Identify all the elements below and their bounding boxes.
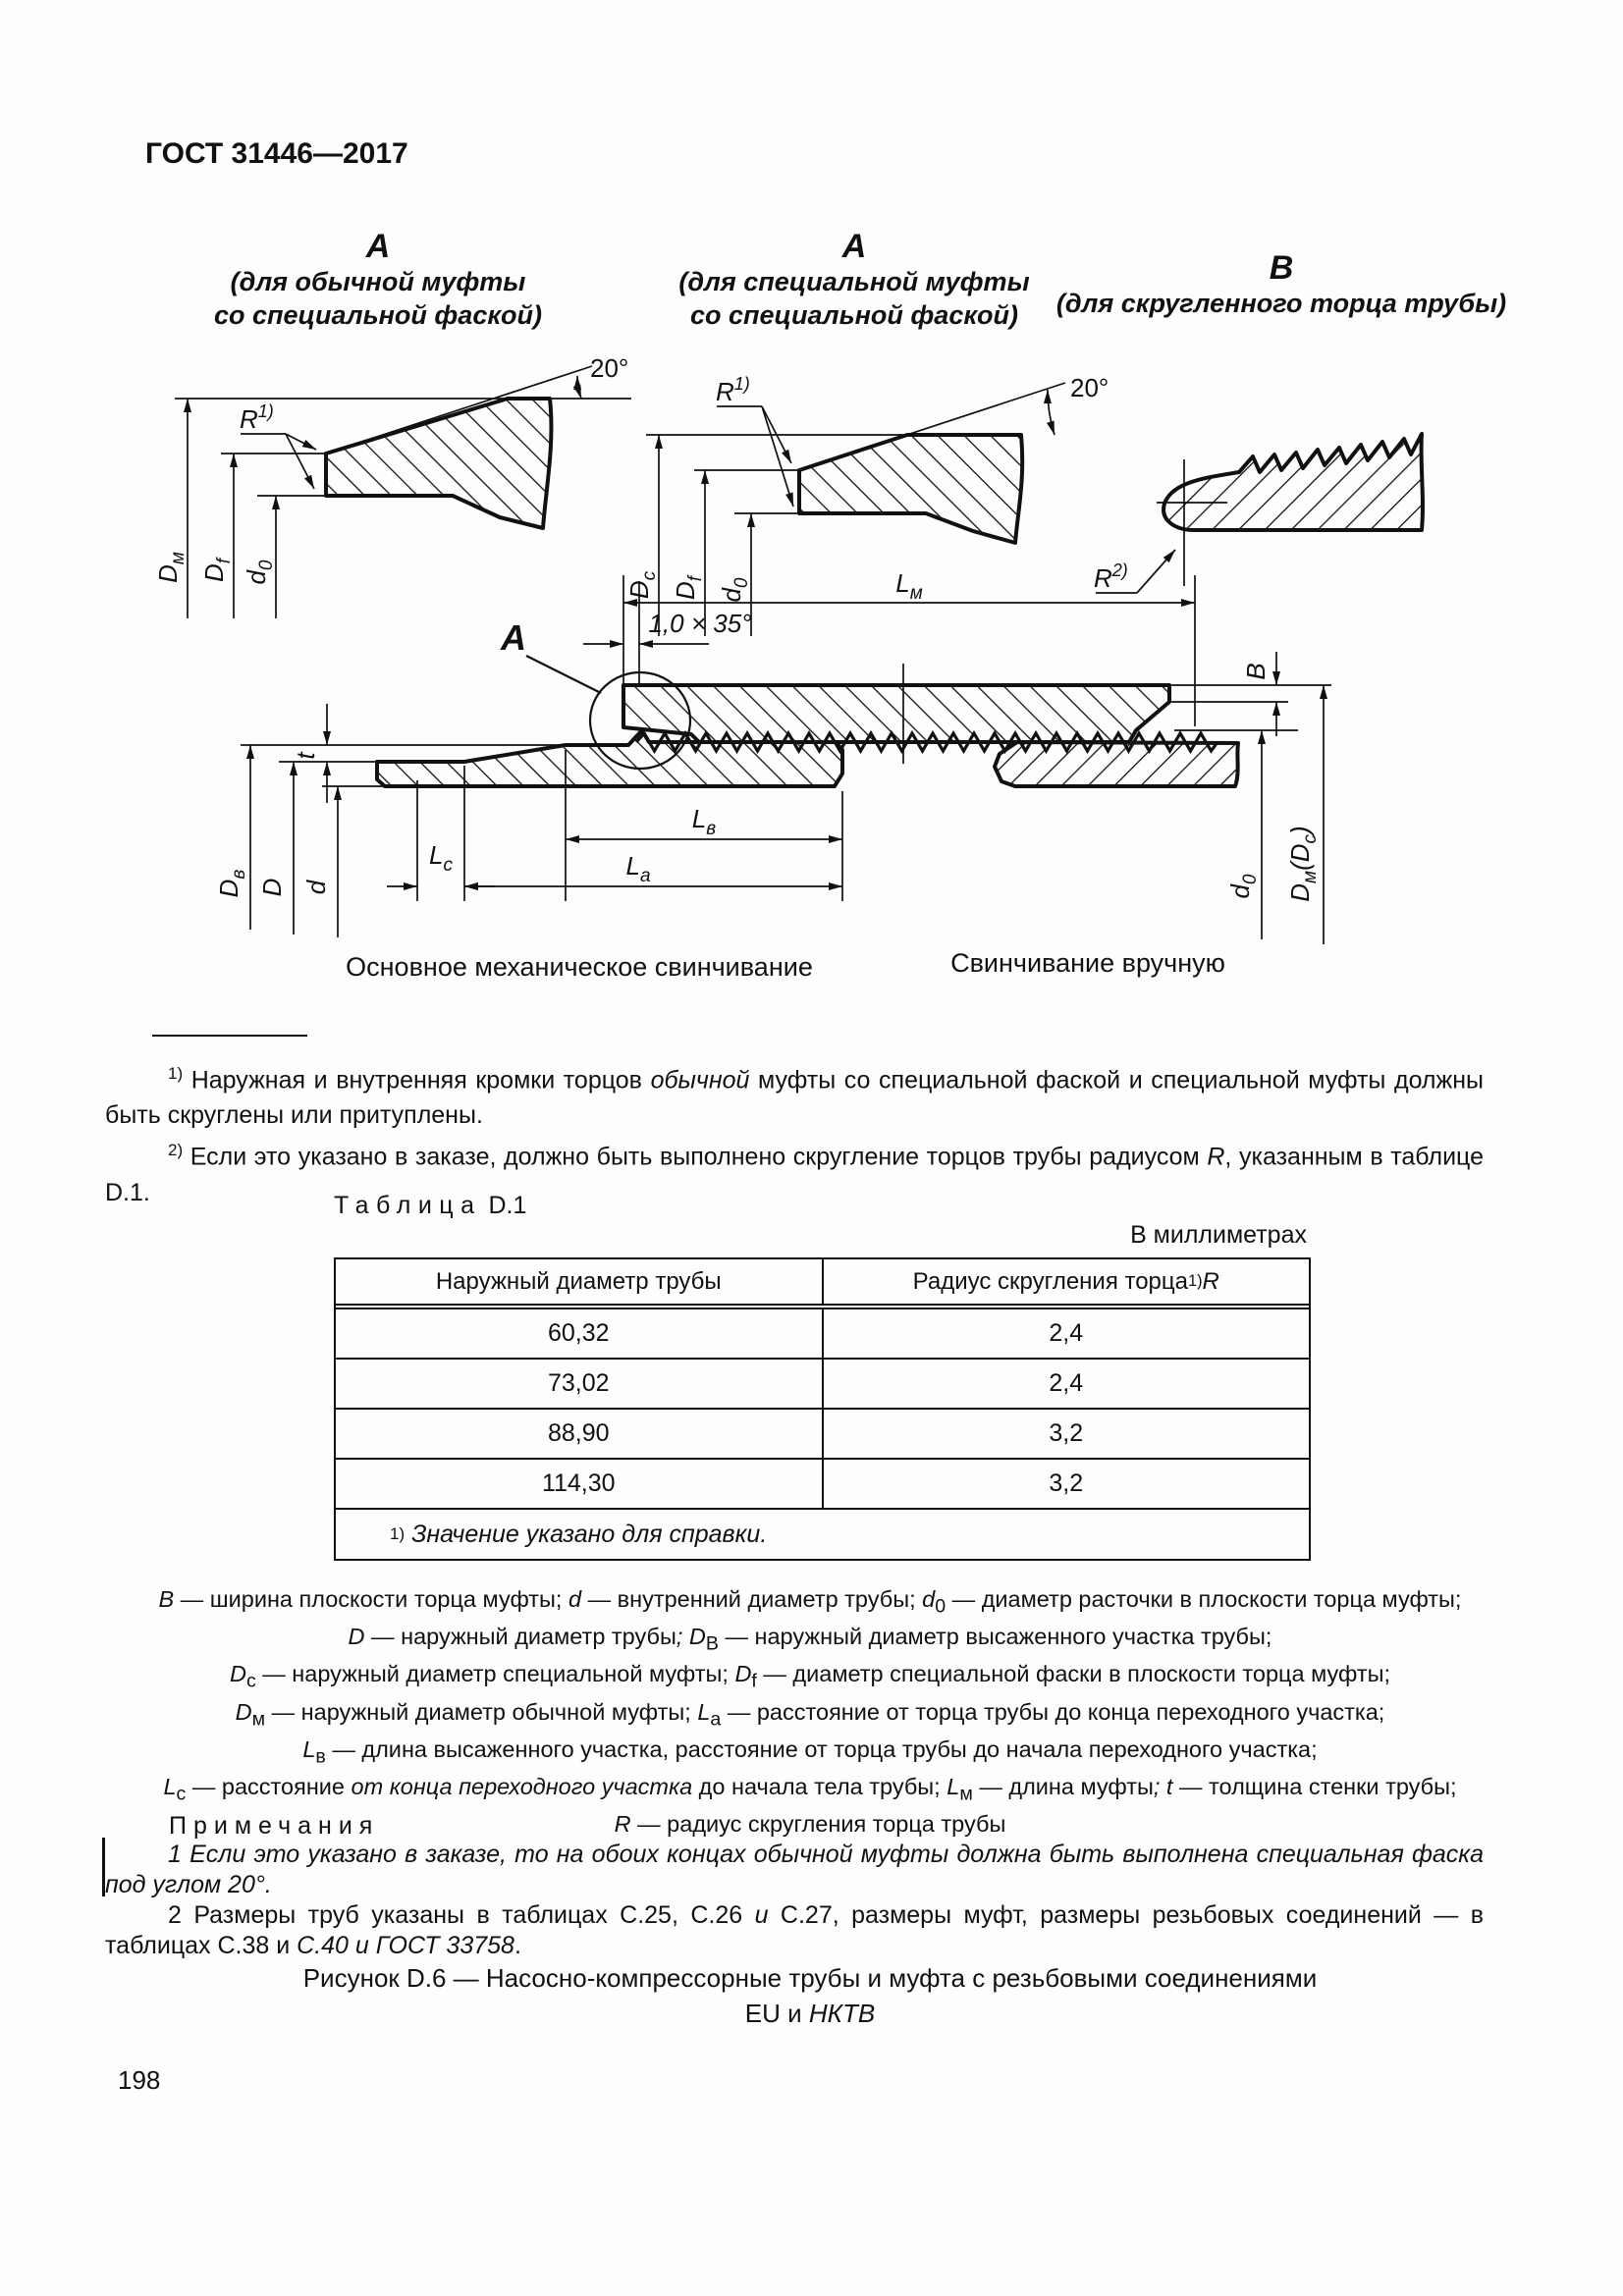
cell-diameter: 88,90 (336, 1410, 824, 1458)
table-d1: Наружный диаметр трубы Радиус скругления… (334, 1257, 1311, 1561)
detail-view-a1: 20° Dм Df d0 R1) (153, 353, 631, 618)
notes-title: Примечания (169, 1812, 380, 1840)
view-letter: A (365, 228, 391, 265)
view-title-a1: A (для обычной муфты со специальной фаск… (162, 228, 594, 332)
dim-Df: Df (671, 574, 706, 600)
view-subtitle: (для обычной муфты (230, 267, 526, 296)
pipe-end-section (1162, 432, 1425, 532)
table-footnote-row: 1) Значение указано для справки. (336, 1510, 1309, 1559)
table-units: В миллиметрах (1130, 1221, 1307, 1249)
note-1: 1 Если это указано в заказе, то на обоих… (105, 1841, 1484, 1898)
caption-hand-tight: Свинчивание вручную (950, 948, 1225, 978)
legend-line: R — радиус скругления торца трубы (614, 1811, 1006, 1838)
legend-line: Lс — расстояние от конца переходного уча… (163, 1773, 1457, 1805)
figure-caption-line2: EU и НКТВ (744, 1999, 876, 2028)
dim-Lm: Lм (895, 568, 923, 604)
dim-D: D (257, 879, 287, 897)
dim-Df: Df (199, 557, 235, 582)
column-header: Наружный диаметр трубы (336, 1259, 824, 1304)
cell-diameter: 114,30 (336, 1460, 824, 1508)
table-row: 73,02 2,4 (336, 1360, 1309, 1410)
view-subtitle: со специальной фаской) (213, 300, 543, 330)
table-row: 88,90 3,2 (336, 1410, 1309, 1460)
cell-radius: 3,2 (1049, 1469, 1084, 1497)
dim-Dm: Dм (153, 552, 189, 583)
cell-radius: 3,2 (1049, 1419, 1084, 1447)
coupling-section (797, 433, 1025, 545)
dim-R2: R2) (1094, 561, 1128, 593)
column-header: Радиус скругления торца 1) R (912, 1267, 1219, 1295)
dim-Dc: Dс (624, 570, 660, 599)
detail-circle (588, 670, 692, 771)
dim-B: B (1241, 663, 1271, 679)
legend-line: Dм — наружный диаметр обычной муфты; Lа … (235, 1698, 1385, 1731)
cell-diameter: 60,32 (336, 1309, 824, 1358)
dim-Lc: Lс (429, 840, 453, 876)
dim-chamfer: 1,0 × 35° (648, 609, 751, 638)
thread-zigzag (634, 729, 1219, 755)
legend-line: D — наружный диаметр трубы; DВ — наружны… (348, 1624, 1272, 1655)
footnote-rule (152, 1035, 307, 1037)
dimension-legend: B — ширина плоскости торца муфты; d — вн… (113, 1584, 1507, 1840)
table-row: 60,32 2,4 (336, 1309, 1309, 1360)
detail-view-a2: 20° Dс Df d0 R1) (624, 373, 1109, 636)
caption-machine-tight: Основное механическое свинчивание (346, 952, 813, 982)
dim-d0: d0 (717, 577, 752, 602)
detail-callout-a: A (500, 617, 526, 658)
dim-d0: d0 (242, 560, 277, 584)
view-title-b: B (для скругленного торца трубы) (1055, 249, 1507, 320)
angle-label: 20° (1070, 373, 1109, 402)
dim-Lv: Lв (692, 804, 716, 839)
legend-line: B — ширина плоскости торца муфты; d — вн… (158, 1586, 1462, 1618)
cell-radius: 2,4 (1049, 1319, 1084, 1347)
legend-line: Lв — длина высаженного участка, расстоян… (302, 1735, 1318, 1768)
dim-d0: d0 (1225, 874, 1261, 898)
dim-Dv: Dв (214, 870, 249, 898)
table-title: Таблица D.1 (334, 1192, 527, 1219)
dim-d: d (301, 879, 331, 894)
view-letter: B (1269, 249, 1294, 287)
dim-DmDc: Dм(Dс) (1285, 826, 1321, 901)
dim-R1: R1) (240, 401, 274, 434)
cell-radius: 2,4 (1049, 1369, 1084, 1397)
view-subtitle: (для скругленного торца трубы) (1055, 289, 1507, 318)
view-subtitle: со специальной фаской) (689, 300, 1019, 330)
dim-t: t (291, 751, 320, 760)
view-letter: A (841, 228, 867, 265)
figure-caption-line1: Рисунок D.6 — Насосно-компрессорные труб… (302, 1963, 1318, 1993)
detail-view-b: R2) (1094, 432, 1425, 594)
note-2: 2 Размеры труб указаны в таблицах С.25, … (105, 1901, 1484, 1959)
pipe-right (993, 740, 1240, 788)
footnote-1: 1) Наружная и внутренняя кромки торцов о… (105, 1064, 1485, 1130)
dim-R1: R1) (716, 374, 750, 406)
change-bar (102, 1838, 105, 1896)
view-title-a2: A (для специальной муфты со специальной … (638, 228, 1070, 332)
view-subtitle: (для специальной муфты (678, 267, 1030, 296)
dim-La: Lа (625, 851, 650, 886)
coupling-section (324, 397, 554, 530)
legend-line: Dс — наружный диаметр специальной муфты;… (229, 1661, 1391, 1693)
technical-drawing: 20° Dм Df d0 R1) 20° Dс Df d0 (153, 353, 1425, 944)
page-number: 198 (118, 2065, 161, 2095)
standard-number: ГОСТ 31446—2017 (145, 137, 408, 170)
table-header-row: Наружный диаметр трубы Радиус скругления… (336, 1259, 1309, 1309)
cell-diameter: 73,02 (336, 1360, 824, 1408)
footnote-2: 2) Если это указано в заказе, должно быт… (105, 1141, 1484, 1206)
figure-footnotes: 1) Наружная и внутренняя кромки торцов о… (105, 1056, 1484, 1210)
table-row: 114,30 3,2 (336, 1460, 1309, 1510)
assembly-view: Lм 1,0 × 35° A B d0 Dм(Dс) (214, 568, 1331, 944)
table-footnote: 1) Значение указано для справки. (390, 1520, 768, 1548)
angle-label: 20° (590, 353, 628, 383)
